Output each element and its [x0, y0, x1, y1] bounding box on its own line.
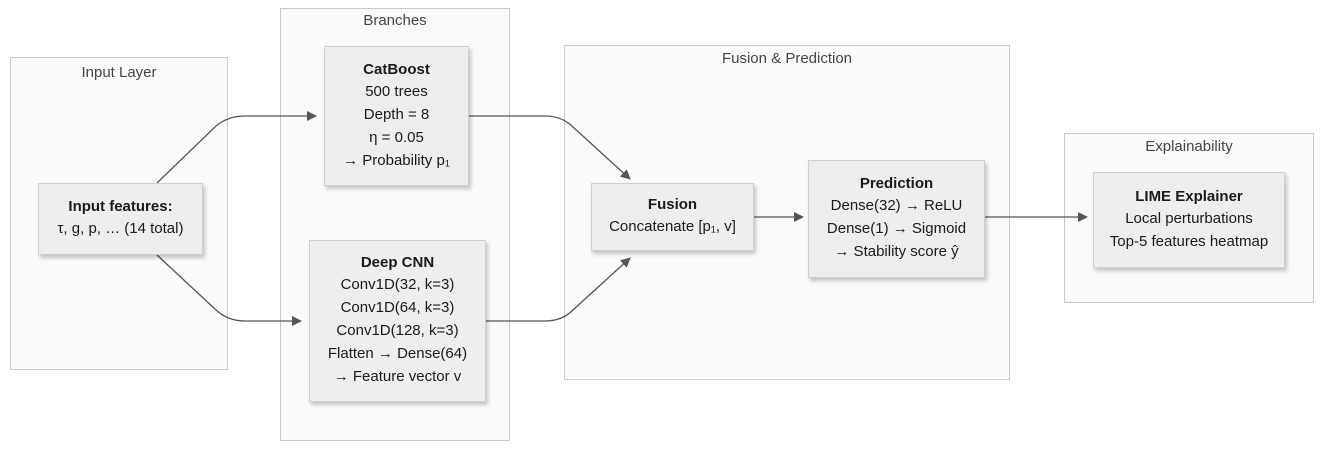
- node-deep-cnn-line-3: Conv1D(128, k=3): [336, 322, 459, 339]
- group-title-input-layer: Input Layer: [81, 64, 157, 81]
- node-lime-explainer-title: LIME Explainer: [1135, 187, 1243, 205]
- node-fusion-line-1: Concatenate [p₁, v]: [609, 218, 736, 235]
- group-title-branches: Branches: [363, 12, 427, 29]
- node-catboost-line-2: Depth = 8: [363, 105, 430, 123]
- node-deep-cnn-line-4: Flatten → Dense(64): [327, 345, 468, 362]
- node-prediction-line-1: Dense(32) → ReLU: [830, 197, 963, 214]
- node-catboost-line-1: 500 trees: [365, 82, 428, 100]
- node-deep-cnn-line-5: → Feature vector v: [333, 368, 462, 385]
- node-lime-explainer: LIME Explainer Local perturbations Top-5…: [1093, 172, 1285, 268]
- node-lime-explainer-line-1: Local perturbations: [1125, 209, 1253, 227]
- node-catboost-line-3: η = 0.05: [369, 128, 424, 146]
- node-input-features: Input features: τ, g, p, … (14 total): [38, 183, 203, 255]
- node-prediction-line-2: Dense(1) → Sigmoid: [826, 220, 967, 237]
- node-prediction-title: Prediction: [859, 175, 934, 192]
- node-catboost-title: CatBoost: [363, 60, 430, 78]
- node-input-features-line-1: τ, g, p, … (14 total): [57, 220, 184, 237]
- node-deep-cnn-line-2: Conv1D(64, k=3): [340, 299, 455, 316]
- node-prediction: Prediction Dense(32) → ReLU Dense(1) → S…: [808, 160, 985, 278]
- group-title-explainability: Explainability: [1145, 138, 1233, 155]
- node-deep-cnn-line-1: Conv1D(32, k=3): [340, 276, 455, 293]
- node-lime-explainer-line-2: Top-5 features heatmap: [1109, 232, 1269, 250]
- node-catboost: CatBoost 500 trees Depth = 8 η = 0.05 → …: [324, 46, 469, 186]
- node-input-features-title: Input features:: [68, 198, 173, 215]
- node-deep-cnn-title: Deep CNN: [360, 254, 435, 271]
- node-fusion-title: Fusion: [647, 196, 698, 213]
- node-prediction-line-3: → Stability score ŷ: [834, 243, 959, 260]
- node-catboost-line-4: → Probability p₁: [343, 151, 450, 169]
- group-title-fusion-prediction: Fusion & Prediction: [721, 50, 853, 67]
- node-fusion: Fusion Concatenate [p₁, v]: [591, 183, 754, 251]
- node-deep-cnn: Deep CNN Conv1D(32, k=3) Conv1D(64, k=3)…: [309, 240, 486, 402]
